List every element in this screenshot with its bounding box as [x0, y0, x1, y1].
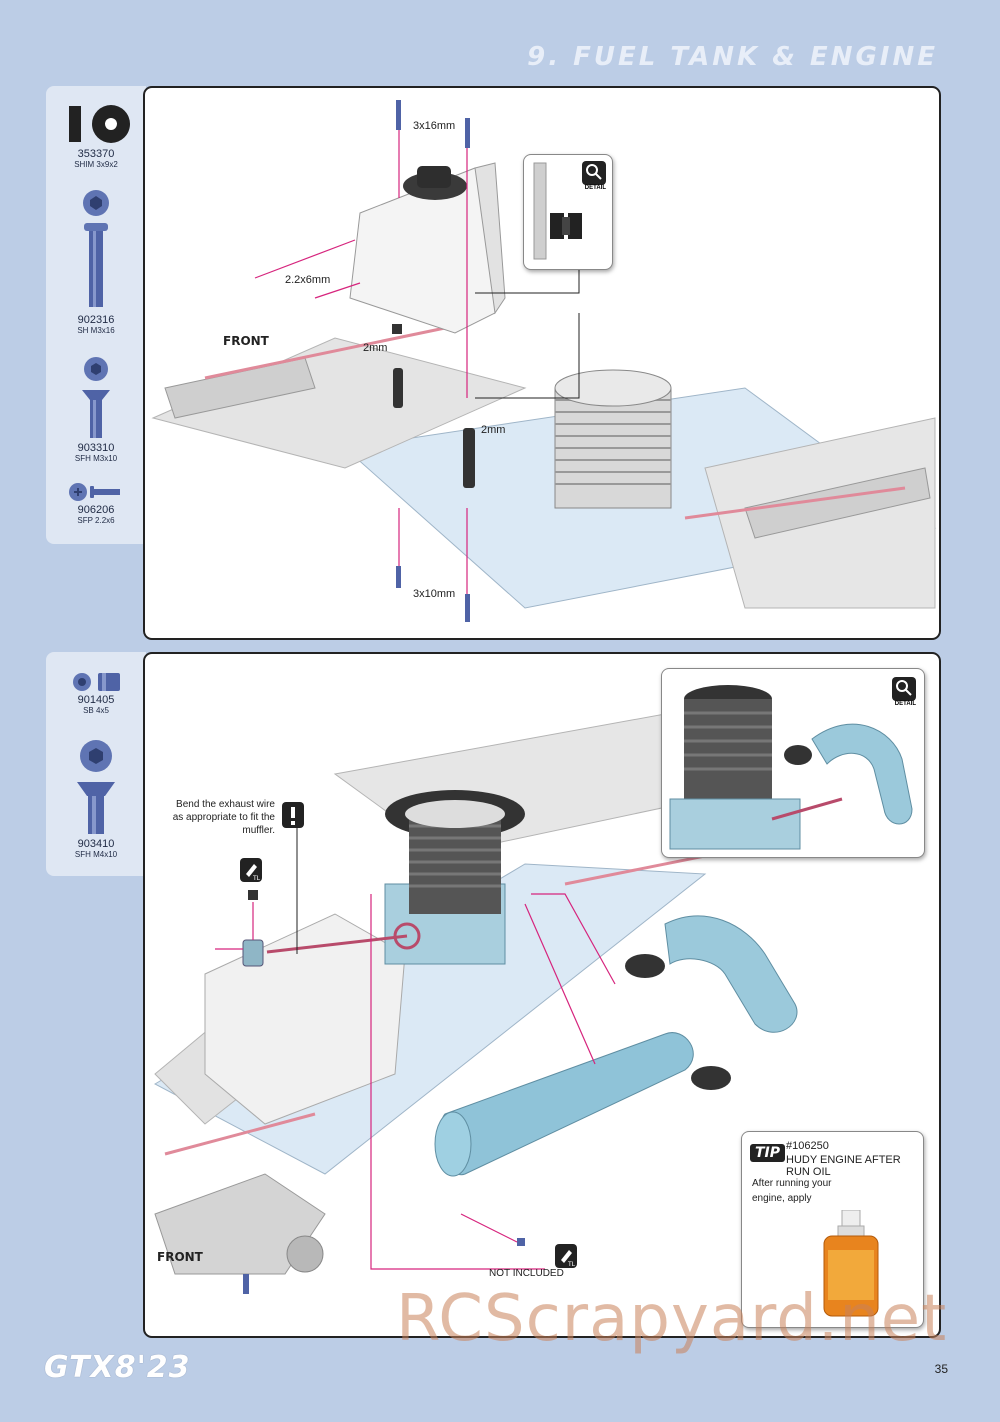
label-screw-3x10: 3x10mm [413, 588, 456, 600]
warning-icon [282, 802, 304, 828]
label-screw-2-2x6: 2.2x6mm [285, 274, 331, 286]
step2-diagram-panel: Bend the exhaust wire as appropriate to … [143, 652, 941, 1338]
part-number: 903310 [77, 442, 115, 454]
page-number: 35 [934, 1362, 948, 1376]
part-phillips-screw: 906206 SFP 2.2x6 [46, 480, 146, 525]
front-label: FRONT [223, 334, 269, 348]
socket-head-screw-icon [83, 190, 109, 307]
part-name: SFH M3x10 [74, 454, 118, 463]
watermark: RCScrapyard.net [396, 1282, 948, 1356]
part-number: 901405 [77, 694, 115, 706]
not-included-label: NOT INCLUDED [489, 1268, 564, 1279]
magnifier-icon [892, 677, 916, 701]
tip-badge: TIP [750, 1144, 786, 1162]
part-name: SFP 2.2x6 [77, 516, 115, 525]
section-title: 9. FUEL TANK & ENGINE [527, 42, 938, 72]
exhaust-wire-note: Bend the exhaust wire as appropriate to … [172, 799, 275, 836]
phillips-screw-icon [69, 483, 120, 501]
model-logo: GTX8'23 [44, 1350, 191, 1385]
part-flat-head-screw: 903310 SFH M3x10 [46, 354, 146, 463]
detail-inset-step1: DETAIL [523, 154, 613, 270]
engine-exhaust-assembly-drawing [153, 703, 798, 1294]
fuel-tank-assembly-drawing [151, 100, 937, 622]
magnifier-icon [582, 161, 606, 185]
parts-sidebar-step2: 901405 SB 4x5 903410 SFH M4x10 [46, 652, 146, 876]
svg-text:TL: TL [567, 1261, 576, 1268]
svg-text:TL: TL [252, 875, 261, 882]
parts-sidebar-step1: 353370 SHIM 3x9x2 902316 SH M3x16 903310… [46, 86, 146, 544]
part-name: SB 4x5 [83, 706, 109, 715]
shim-icon [69, 105, 130, 143]
part-shim: 353370 SHIM 3x9x2 [46, 100, 146, 169]
label-screw-3x16: 3x16mm [413, 120, 456, 132]
part-name: SHIM 3x9x2 [74, 160, 118, 169]
part-socket-head-screw: 902316 SH M3x16 [46, 186, 146, 335]
detail-engine-manifold-drawing [669, 685, 913, 850]
threadlock-icon: TL [240, 858, 262, 882]
part-number: 902316 [77, 314, 115, 326]
step1-diagram-panel: 3x16mm 2.2x6mm 2mm 2mm 3x10mm FRONT DETA… [143, 86, 941, 640]
part-number: 906206 [77, 504, 115, 516]
part-number: 353370 [77, 148, 115, 160]
part-name: SH M3x16 [77, 326, 115, 335]
detail-spacer-drawing [533, 162, 582, 260]
part-name: SFH M4x10 [74, 850, 118, 859]
flat-head-screw-icon [77, 740, 115, 834]
flat-head-screw-icon [82, 357, 110, 438]
part-flat-head-screw-m4: 903410 SFH M4x10 [46, 738, 146, 859]
tip-text: After running your engine, apply [752, 1178, 832, 1204]
label-shim-right: 2mm [481, 424, 506, 436]
tip-product-title: HUDY ENGINE AFTER RUN OIL [786, 1154, 901, 1178]
detail-inset-step2: DETAIL [661, 668, 925, 858]
part-number: 903410 [77, 838, 115, 850]
tip-product-number: #106250 [786, 1140, 829, 1152]
label-shim-left: 2mm [363, 342, 388, 354]
bushing-icon [73, 673, 120, 691]
front-label: FRONT [157, 1250, 203, 1264]
threadlock-icon-2: TL [555, 1244, 577, 1268]
tip-box: TIP #106250 HUDY ENGINE AFTER RUN OIL Af… [741, 1131, 924, 1328]
oil-bottle-icon [823, 1210, 879, 1317]
detail-label: DETAIL [584, 185, 606, 191]
part-bushing: 901405 SB 4x5 [46, 670, 146, 715]
detail-label: DETAIL [894, 701, 916, 707]
